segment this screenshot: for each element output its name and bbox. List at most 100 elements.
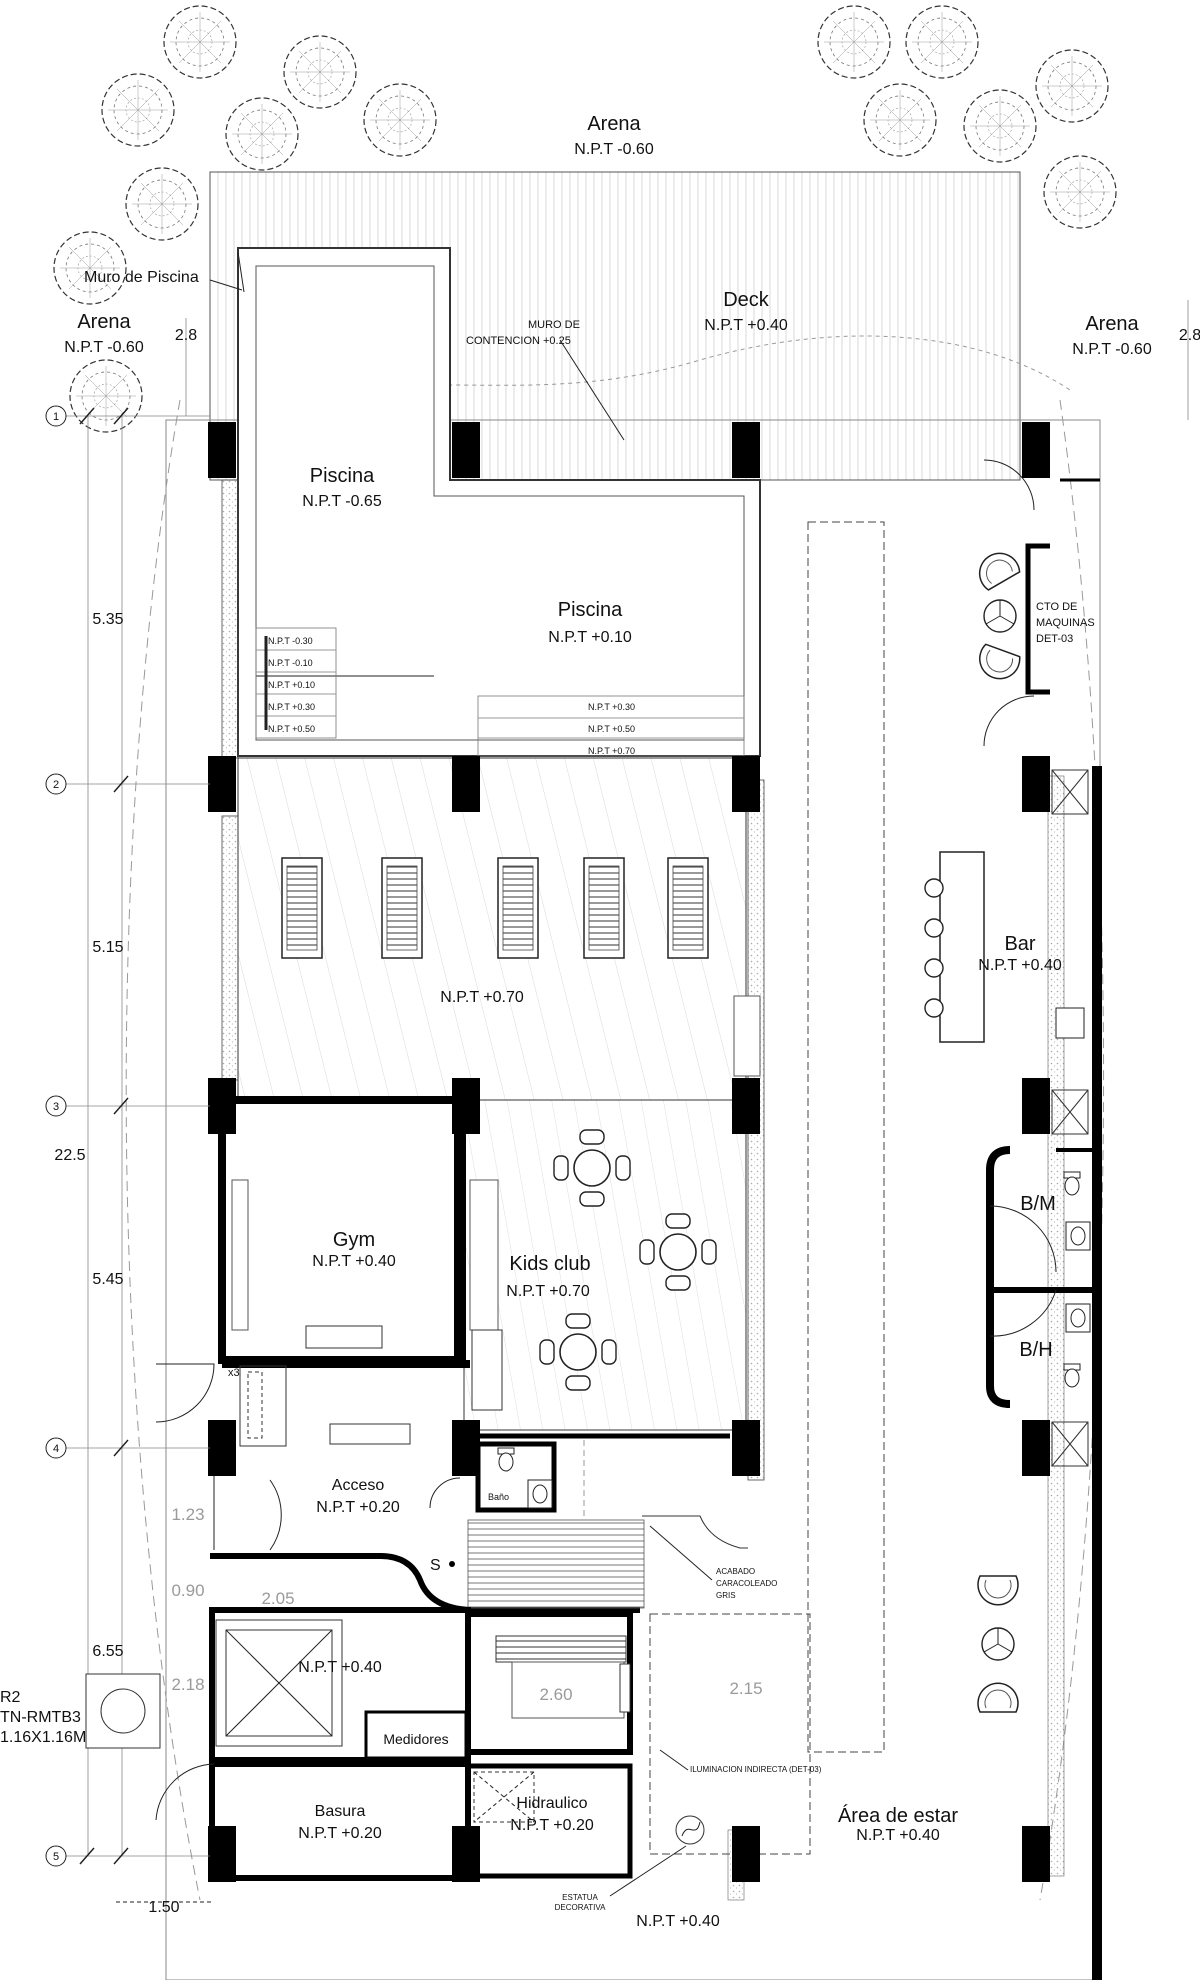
column: [452, 1078, 480, 1134]
dimension-215: 2.15: [729, 1679, 762, 1698]
estatua-line1: ESTATUA: [562, 1893, 598, 1902]
sink-icon: [1065, 1303, 1091, 1333]
arena-top-level: N.P.T -0.60: [574, 141, 654, 158]
acabado-line2: CARACOLEADO: [716, 1579, 777, 1588]
arena-left-name: Arena: [77, 311, 131, 333]
axis-label: 4: [53, 1443, 59, 1455]
arena-right-name: Arena: [1085, 313, 1139, 335]
armchair-icon: [977, 1575, 1019, 1606]
tree-icon: [1035, 49, 1109, 123]
dimension-123: 1.23: [171, 1505, 204, 1524]
axis-1: 1: [45, 405, 67, 427]
dimension-right-28: 2.8: [1179, 327, 1200, 344]
r2-block: R2 TN-RMTB3 1.16X1.16M: [0, 1673, 161, 1749]
deck-name: Deck: [723, 289, 770, 311]
dimension-205: 2.05: [261, 1589, 294, 1608]
step-right-2: N.P.T +0.50: [588, 724, 635, 734]
gym-name: Gym: [333, 1229, 375, 1251]
column: [452, 756, 480, 812]
tree-icon: [905, 5, 979, 79]
dimension-bottom-150: 1.50: [148, 1899, 179, 1916]
axis-4: 4: [45, 1437, 67, 1459]
grid-lines: [60, 300, 1189, 1857]
r2-size: 1.16X1.16M: [0, 1729, 86, 1746]
cto-line1: CTO DE: [1036, 601, 1077, 613]
column: [1022, 1420, 1050, 1476]
gym: [218, 1096, 462, 1364]
kids-club-level: N.P.T +0.70: [506, 1283, 590, 1300]
tree-icon: [163, 5, 237, 79]
step-left-1: N.P.T -0.30: [268, 636, 313, 646]
hidraulico-level: N.P.T +0.20: [510, 1817, 594, 1834]
piscina-lower-name: Piscina: [558, 599, 623, 621]
tree-icon: [817, 5, 891, 79]
toilet-icon: [1063, 1171, 1081, 1196]
service-rooms: [155, 478, 1100, 1881]
basura-name: Basura: [315, 1803, 366, 1820]
sink-icon: [1065, 1221, 1091, 1251]
step-left-5: N.P.T +0.50: [268, 724, 315, 734]
acceso-level: N.P.T +0.20: [316, 1499, 400, 1516]
gym-level: N.P.T +0.40: [312, 1253, 396, 1270]
acabado-line3: GRIS: [716, 1591, 736, 1600]
toilet-icon: [1063, 1363, 1081, 1388]
column: [1022, 1826, 1050, 1882]
piscina-upper-name: Piscina: [310, 465, 375, 487]
step-left-3: N.P.T +0.10: [268, 680, 315, 690]
column: [732, 756, 760, 812]
axis-5: 5: [45, 1845, 67, 1867]
tree-icon: [125, 167, 199, 241]
bar-counter: [924, 851, 1085, 1043]
acabado-line1: ACABADO: [716, 1567, 755, 1576]
r2-code: TN-RMTB3: [0, 1709, 81, 1726]
armchair-icon: [977, 1682, 1019, 1713]
area-estar-level: N.P.T +0.40: [856, 1827, 940, 1844]
step-right-3: N.P.T +0.70: [588, 746, 635, 756]
acceso-name: Acceso: [332, 1477, 385, 1494]
axis-label: 2: [53, 779, 59, 791]
terrace-level: N.P.T +0.70: [440, 989, 524, 1006]
tree-icon: [283, 35, 357, 109]
bm-label: B/M: [1020, 1193, 1056, 1215]
column: [208, 1826, 236, 1882]
column: [732, 1078, 760, 1134]
dimension-1-2: 5.35: [92, 611, 123, 628]
dimension-3-4: 5.45: [92, 1271, 123, 1288]
column: [208, 1420, 236, 1476]
dimension-2-3: 5.15: [92, 939, 123, 956]
column: [452, 1826, 480, 1882]
tree-icon: [53, 231, 127, 305]
column: [732, 1826, 760, 1882]
area-estar-name: Área de estar: [838, 1804, 958, 1827]
shafts: [1051, 769, 1089, 1467]
bar-level: N.P.T +0.40: [978, 957, 1062, 974]
tree-icon: [1043, 155, 1117, 229]
dimension-4-5: 6.55: [92, 1643, 123, 1660]
x3-label: x3: [228, 1367, 240, 1379]
step-right-1: N.P.T +0.30: [588, 702, 635, 712]
r2-label: R2: [0, 1689, 21, 1706]
column: [1022, 1078, 1050, 1134]
lounger-icon: [667, 857, 709, 959]
basura-level: N.P.T +0.20: [298, 1825, 382, 1842]
medidores-label: Medidores: [383, 1731, 448, 1747]
cto-line2: MAQUINAS: [1036, 617, 1095, 629]
axis-label: 5: [53, 1851, 59, 1863]
axis-3: 3: [45, 1095, 67, 1117]
tree-icon: [69, 359, 143, 433]
muro-contencion-line2: CONTENCION +0.25: [466, 335, 571, 347]
muro-piscina-label: Muro de Piscina: [84, 269, 199, 286]
tree-icon: [101, 73, 175, 147]
side-table-icon: [981, 1627, 1015, 1661]
iluminacion-label: ILUMINACION INDIRECTA (DET-03): [690, 1765, 822, 1774]
statue-icon: [675, 1815, 705, 1845]
tree-icon: [225, 97, 299, 171]
deck-level: N.P.T +0.40: [704, 317, 788, 334]
kids-club: [458, 1099, 747, 1431]
step-left-4: N.P.T +0.30: [268, 702, 315, 712]
column: [452, 422, 480, 478]
lounger-icon: [281, 857, 323, 959]
column: [208, 756, 236, 812]
step-left-2: N.P.T -0.10: [268, 658, 313, 668]
